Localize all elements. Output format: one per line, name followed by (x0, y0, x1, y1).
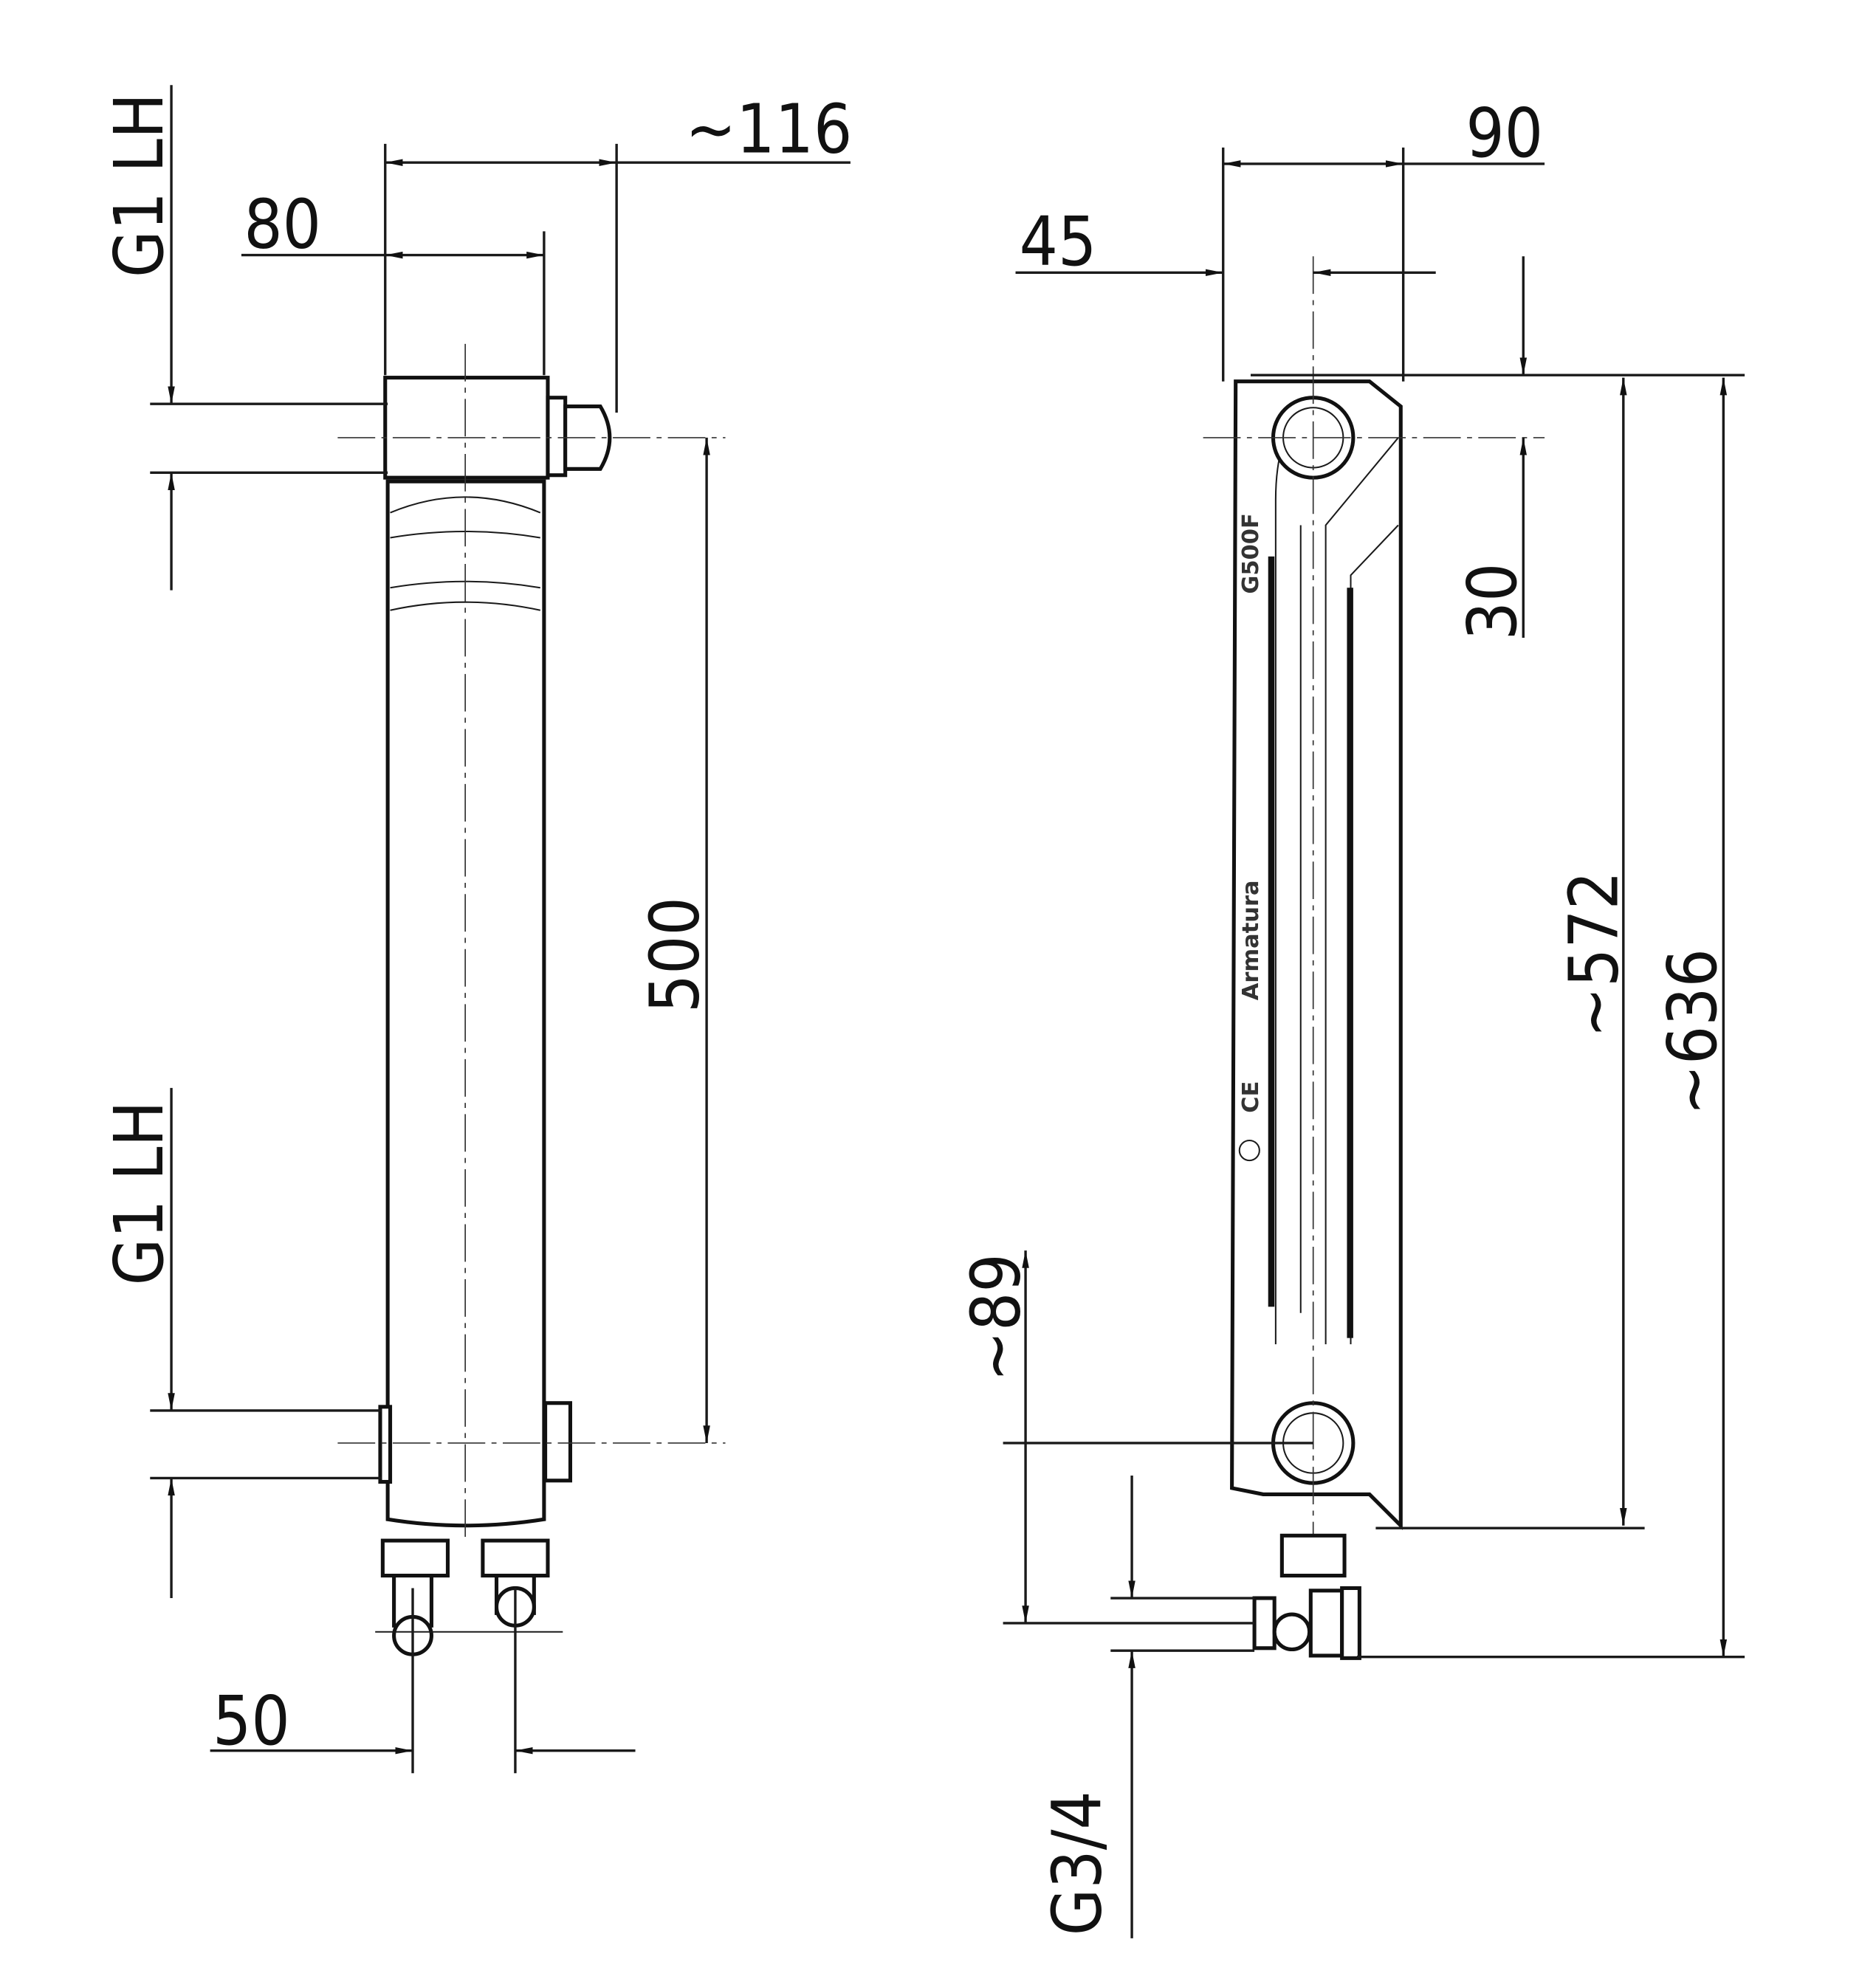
dim-valve-spacing: 50 (213, 1682, 290, 1760)
dim-width: 90 (1466, 94, 1543, 173)
brand-logo: Armatura (1238, 880, 1264, 1000)
dim-centers: 500 (635, 897, 714, 1013)
model-label: G500F (1238, 513, 1264, 593)
side-view-left: ~116 80 G1 LH G1 LH 500 50 (100, 85, 852, 1774)
dim-half-width: 45 (1020, 202, 1097, 281)
dim-depth: 80 (244, 185, 321, 264)
dim-height-body: ~572 (1554, 871, 1633, 1038)
dim-depth-overall: ~116 (685, 90, 852, 169)
bottom-nipple (543, 1401, 573, 1483)
radiator-section-side (385, 479, 546, 1528)
top-thread-label: G1 LH (100, 93, 179, 278)
top-header (383, 376, 550, 480)
bottom-thread-label: G1 LH (100, 1101, 179, 1286)
dim-height-overall: ~636 (1653, 949, 1732, 1115)
dim-bottom-offset: ~89 (957, 1253, 1036, 1382)
front-view-right: G500F Armatura CE 90 45 30 ~572 ~636 ~89… (957, 94, 1745, 1938)
ce-mark: CE (1238, 1081, 1264, 1113)
valve-thread-label: G3/4 (1038, 1791, 1117, 1935)
valve-body (1272, 1612, 1312, 1652)
dim-top-offset: 30 (1453, 563, 1532, 641)
certification-mark (1238, 1139, 1260, 1162)
